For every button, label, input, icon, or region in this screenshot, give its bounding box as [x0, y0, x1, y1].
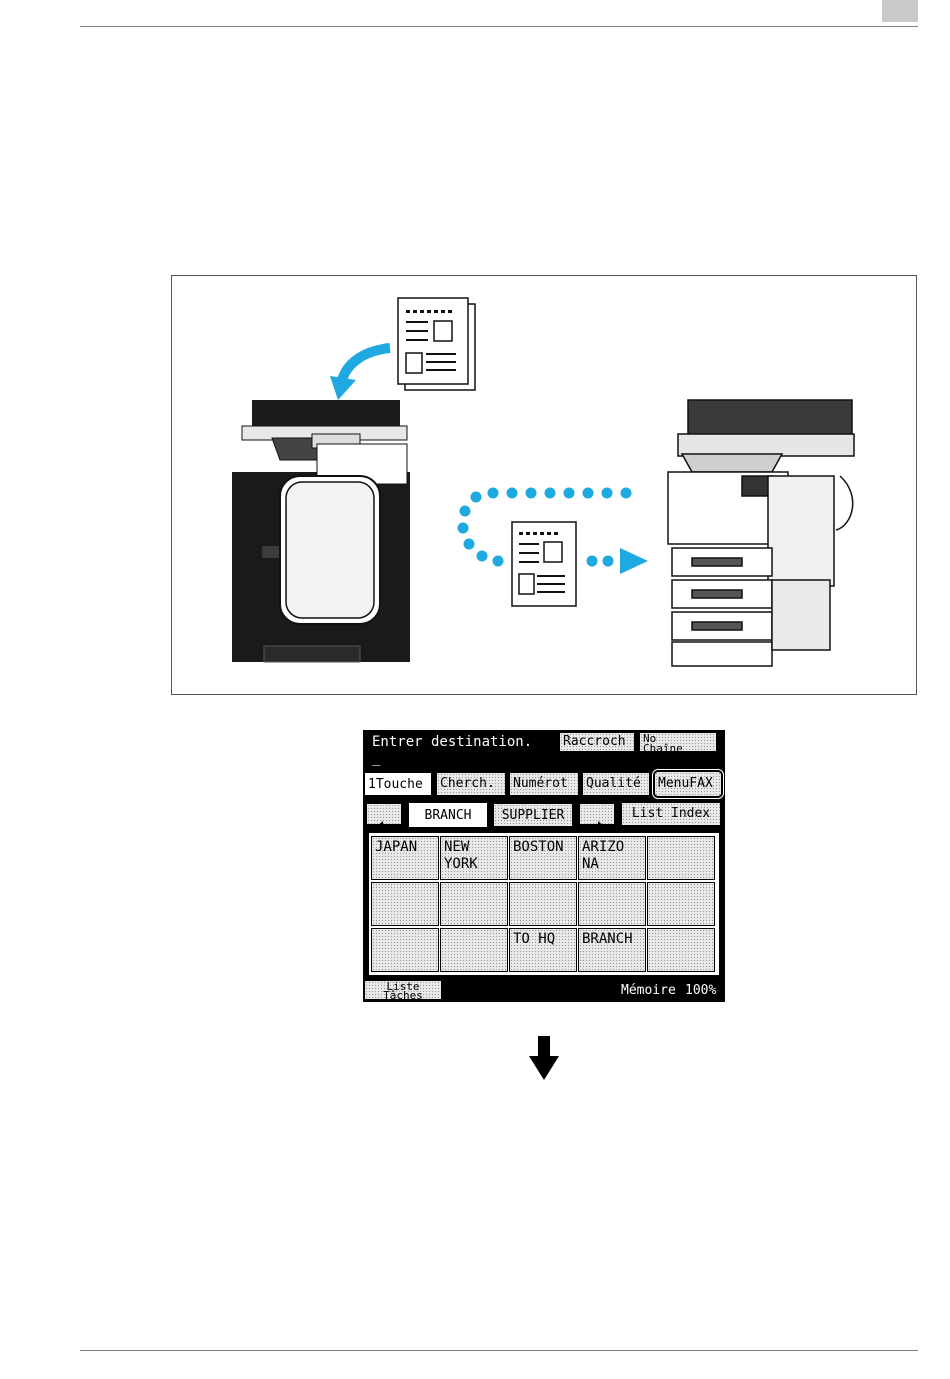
tab-1touche[interactable]: 1Touche: [364, 772, 432, 796]
tab-menufax[interactable]: MenuFAX: [653, 770, 723, 798]
one-touch-key[interactable]: NEW YORK: [440, 836, 508, 880]
arrow-down-icon: [529, 1036, 559, 1080]
one-touch-key[interactable]: BOSTON: [509, 836, 577, 880]
one-touch-key[interactable]: [647, 928, 715, 972]
one-touch-key[interactable]: JAPAN: [371, 836, 439, 880]
group-tab-branch[interactable]: BRANCH: [408, 802, 488, 828]
fax-transmission-illustration: [172, 276, 916, 694]
footer-rule: [80, 1350, 918, 1351]
one-touch-key[interactable]: [578, 882, 646, 926]
liste-taches-button[interactable]: Liste Tâches: [364, 980, 442, 1000]
fax-touch-panel: Entrer destination. _ Raccroch No Chaîne…: [363, 730, 725, 1002]
original-document-icon: [398, 298, 475, 390]
page-number-tab: [882, 0, 918, 22]
prompt-text: Entrer destination.: [372, 734, 532, 750]
list-index-button[interactable]: List Index: [621, 802, 721, 826]
one-touch-key[interactable]: [440, 928, 508, 972]
one-touch-key[interactable]: [647, 882, 715, 926]
feed-arrow-icon: [342, 348, 390, 380]
raccroch-button[interactable]: Raccroch: [559, 732, 635, 752]
group-next-button[interactable]: [579, 803, 615, 825]
one-touch-key[interactable]: [371, 882, 439, 926]
one-touch-key[interactable]: ARIZO NA: [578, 836, 646, 880]
memory-value: 100%: [685, 983, 716, 999]
one-touch-key[interactable]: BRANCH: [578, 928, 646, 972]
tab-numerot[interactable]: Numérot: [509, 772, 579, 796]
tab-qualite[interactable]: Qualité: [582, 772, 650, 796]
group-prev-button[interactable]: [366, 803, 402, 825]
group-tab-supplier[interactable]: SUPPLIER: [493, 803, 573, 827]
one-touch-key[interactable]: [509, 882, 577, 926]
no-chaine-button[interactable]: No Chaîne: [639, 732, 717, 752]
sending-mfp-icon: [232, 400, 410, 662]
transmitted-document-icon: [512, 522, 576, 606]
header-rule: [80, 26, 918, 27]
one-touch-key[interactable]: [440, 882, 508, 926]
memory-label: Mémoire: [621, 983, 676, 999]
one-touch-key[interactable]: [371, 928, 439, 972]
tab-cherch[interactable]: Cherch.: [436, 772, 506, 796]
receiving-mfp-icon: [668, 400, 854, 666]
one-touch-key[interactable]: TO HQ: [509, 928, 577, 972]
one-touch-key[interactable]: [647, 836, 715, 880]
input-cursor: _: [372, 750, 380, 766]
